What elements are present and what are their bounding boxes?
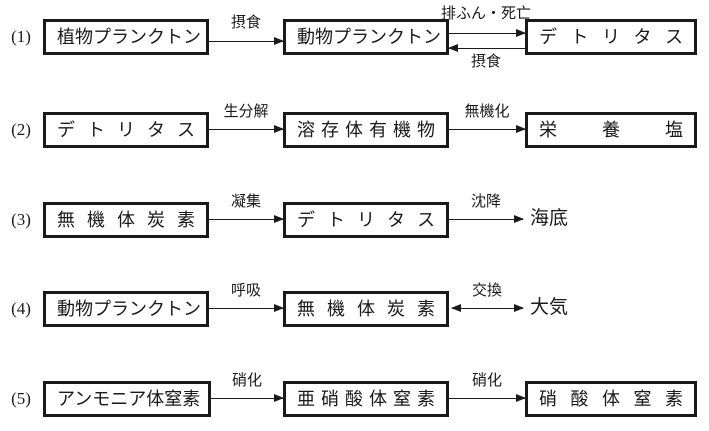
node-label: 亜硝酸体窒素 xyxy=(297,389,435,409)
node-ammonia-nitrogen: アンモニア体窒素 xyxy=(43,381,211,417)
arrowhead-left-icon xyxy=(448,43,458,52)
node-label: 無機体炭素 xyxy=(297,299,435,319)
node-label: 溶存体有機物 xyxy=(297,120,435,140)
arrow-label-nitrification-1: 硝化 xyxy=(231,373,263,389)
row-number: (4) xyxy=(11,299,31,318)
atmosphere-label: 大気 xyxy=(530,297,569,318)
arrow-label-nitrification-2: 硝化 xyxy=(471,373,503,389)
arrow-label-aggregation: 凝集 xyxy=(230,194,262,210)
arrow-respiration xyxy=(209,303,284,312)
row-number: (2) xyxy=(11,120,31,139)
node-inorganic-carbon: 無機体炭素 xyxy=(43,202,209,238)
node-zooplankton: 動物プランクトン xyxy=(283,19,449,55)
node-detritus: デトリタス xyxy=(283,202,449,238)
arrowhead-right-icon xyxy=(516,393,526,402)
arrow-grazing xyxy=(209,36,284,45)
arrowhead-right-icon xyxy=(274,214,284,223)
arrow-label-biodegradation: 生分解 xyxy=(223,104,269,120)
arrow-label-exchange: 交換 xyxy=(471,283,503,299)
arrowhead-right-icon xyxy=(516,124,526,133)
node-label: デトリタス xyxy=(539,27,683,47)
row-number: (5) xyxy=(11,389,31,408)
arrowhead-right-icon xyxy=(274,303,284,312)
arrowhead-right-icon xyxy=(274,36,284,45)
arrow-label-respiration: 呼吸 xyxy=(230,283,262,299)
arrow-sinking xyxy=(449,214,524,223)
arrow-label-egestion-death: 排ふん・死亡 xyxy=(440,6,532,22)
node-label: 栄養塩 xyxy=(539,120,683,140)
node-nitrate-nitrogen: 硝酸体窒素 xyxy=(525,381,697,417)
arrow-label-grazing: 摂食 xyxy=(230,15,262,31)
arrow-biodegradation xyxy=(209,124,284,133)
arrow-nitrification-2 xyxy=(449,393,526,402)
arrow-mineralization xyxy=(449,124,526,133)
node-zooplankton: 動物プランクトン xyxy=(43,291,209,327)
node-detritus: デトリタス xyxy=(525,19,697,55)
arrow-egestion-death xyxy=(449,28,526,37)
node-inorganic-carbon: 無機体炭素 xyxy=(283,291,449,327)
arrow-label-mineralization: 無機化 xyxy=(464,104,510,120)
arrowhead-right-icon xyxy=(514,214,524,223)
node-nutrients: 栄養塩 xyxy=(525,112,697,148)
node-label: 植物プランクトン xyxy=(57,27,201,47)
arrowhead-right-icon xyxy=(516,28,526,37)
arrowhead-left-icon xyxy=(451,303,461,312)
node-phytoplankton: 植物プランクトン xyxy=(43,19,209,55)
arrowhead-right-icon xyxy=(274,124,284,133)
arrow-detritus-feeding xyxy=(448,43,525,52)
arrow-label-feeding: 摂食 xyxy=(470,54,502,70)
node-dissolved-organic-matter: 溶存体有機物 xyxy=(283,112,449,148)
arrowhead-right-icon xyxy=(514,303,524,312)
arrow-nitrification-1 xyxy=(211,393,284,402)
node-label: 硝酸体窒素 xyxy=(539,389,683,409)
row-number: (1) xyxy=(11,27,31,46)
node-detritus: デトリタス xyxy=(43,112,209,148)
node-label: アンモニア体窒素 xyxy=(57,389,201,409)
node-label: デトリタス xyxy=(297,210,435,230)
node-nitrite-nitrogen: 亜硝酸体窒素 xyxy=(283,381,449,417)
arrow-label-sinking: 沈降 xyxy=(470,194,502,210)
seafloor-label: 海底 xyxy=(530,208,569,229)
arrow-exchange xyxy=(451,303,524,312)
arrow-aggregation xyxy=(209,214,284,223)
row-number: (3) xyxy=(11,210,31,229)
node-label: 動物プランクトン xyxy=(297,27,441,47)
node-label: 無機体炭素 xyxy=(57,210,195,230)
arrowhead-right-icon xyxy=(274,393,284,402)
node-label: 動物プランクトン xyxy=(57,299,201,319)
node-label: デトリタス xyxy=(57,120,195,140)
